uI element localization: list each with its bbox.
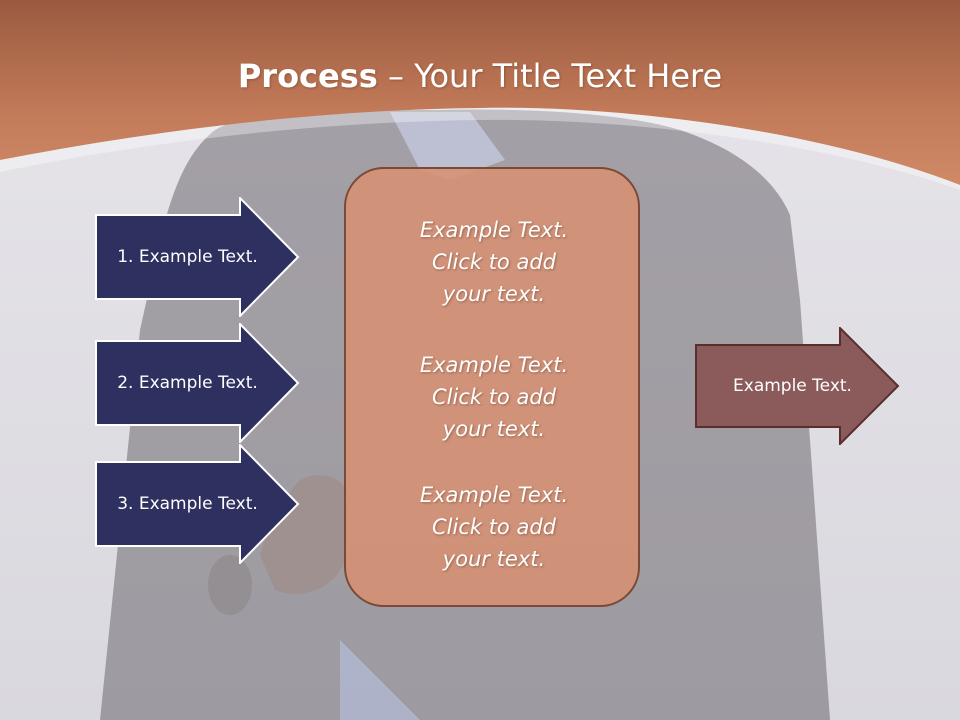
result-arrow-label: Example Text. bbox=[733, 376, 852, 396]
center-paragraph-2: Example Text. Click to add your text. bbox=[346, 349, 642, 445]
paragraph-line: Example Text. bbox=[419, 218, 569, 242]
process-arrow-1[interactable]: 1. Example Text. bbox=[95, 197, 300, 317]
paragraph-line: Click to add bbox=[431, 250, 556, 274]
arrow-shape bbox=[695, 327, 900, 445]
paragraph-line: Click to add bbox=[431, 385, 556, 409]
paragraph-line: your text. bbox=[442, 282, 546, 306]
paragraph-line: Click to add bbox=[431, 515, 556, 539]
title-rest: – Your Title Text Here bbox=[377, 57, 723, 95]
result-arrow[interactable]: Example Text. bbox=[695, 327, 900, 445]
arrow-shape bbox=[95, 197, 300, 317]
paragraph-line: Example Text. bbox=[419, 483, 569, 507]
title-bold: Process bbox=[237, 57, 378, 95]
paragraph-line: Example Text. bbox=[419, 353, 569, 377]
paragraph-line: your text. bbox=[442, 417, 546, 441]
center-paragraph-3: Example Text. Click to add your text. bbox=[346, 479, 642, 575]
slide-title[interactable]: Process – Your Title Text Here bbox=[0, 52, 960, 100]
arrow-label: 3. Example Text. bbox=[117, 494, 258, 514]
arrow-label: 2. Example Text. bbox=[117, 373, 258, 393]
process-arrow-2[interactable]: 2. Example Text. bbox=[95, 323, 300, 443]
arrow-shape bbox=[95, 323, 300, 443]
arrow-shape bbox=[95, 444, 300, 564]
paragraph-line: your text. bbox=[442, 547, 546, 571]
process-arrow-3[interactable]: 3. Example Text. bbox=[95, 444, 300, 564]
center-text-box[interactable]: Example Text. Click to add your text. Ex… bbox=[344, 167, 640, 607]
arrow-label: 1. Example Text. bbox=[117, 247, 258, 267]
center-paragraph-1: Example Text. Click to add your text. bbox=[346, 214, 642, 310]
